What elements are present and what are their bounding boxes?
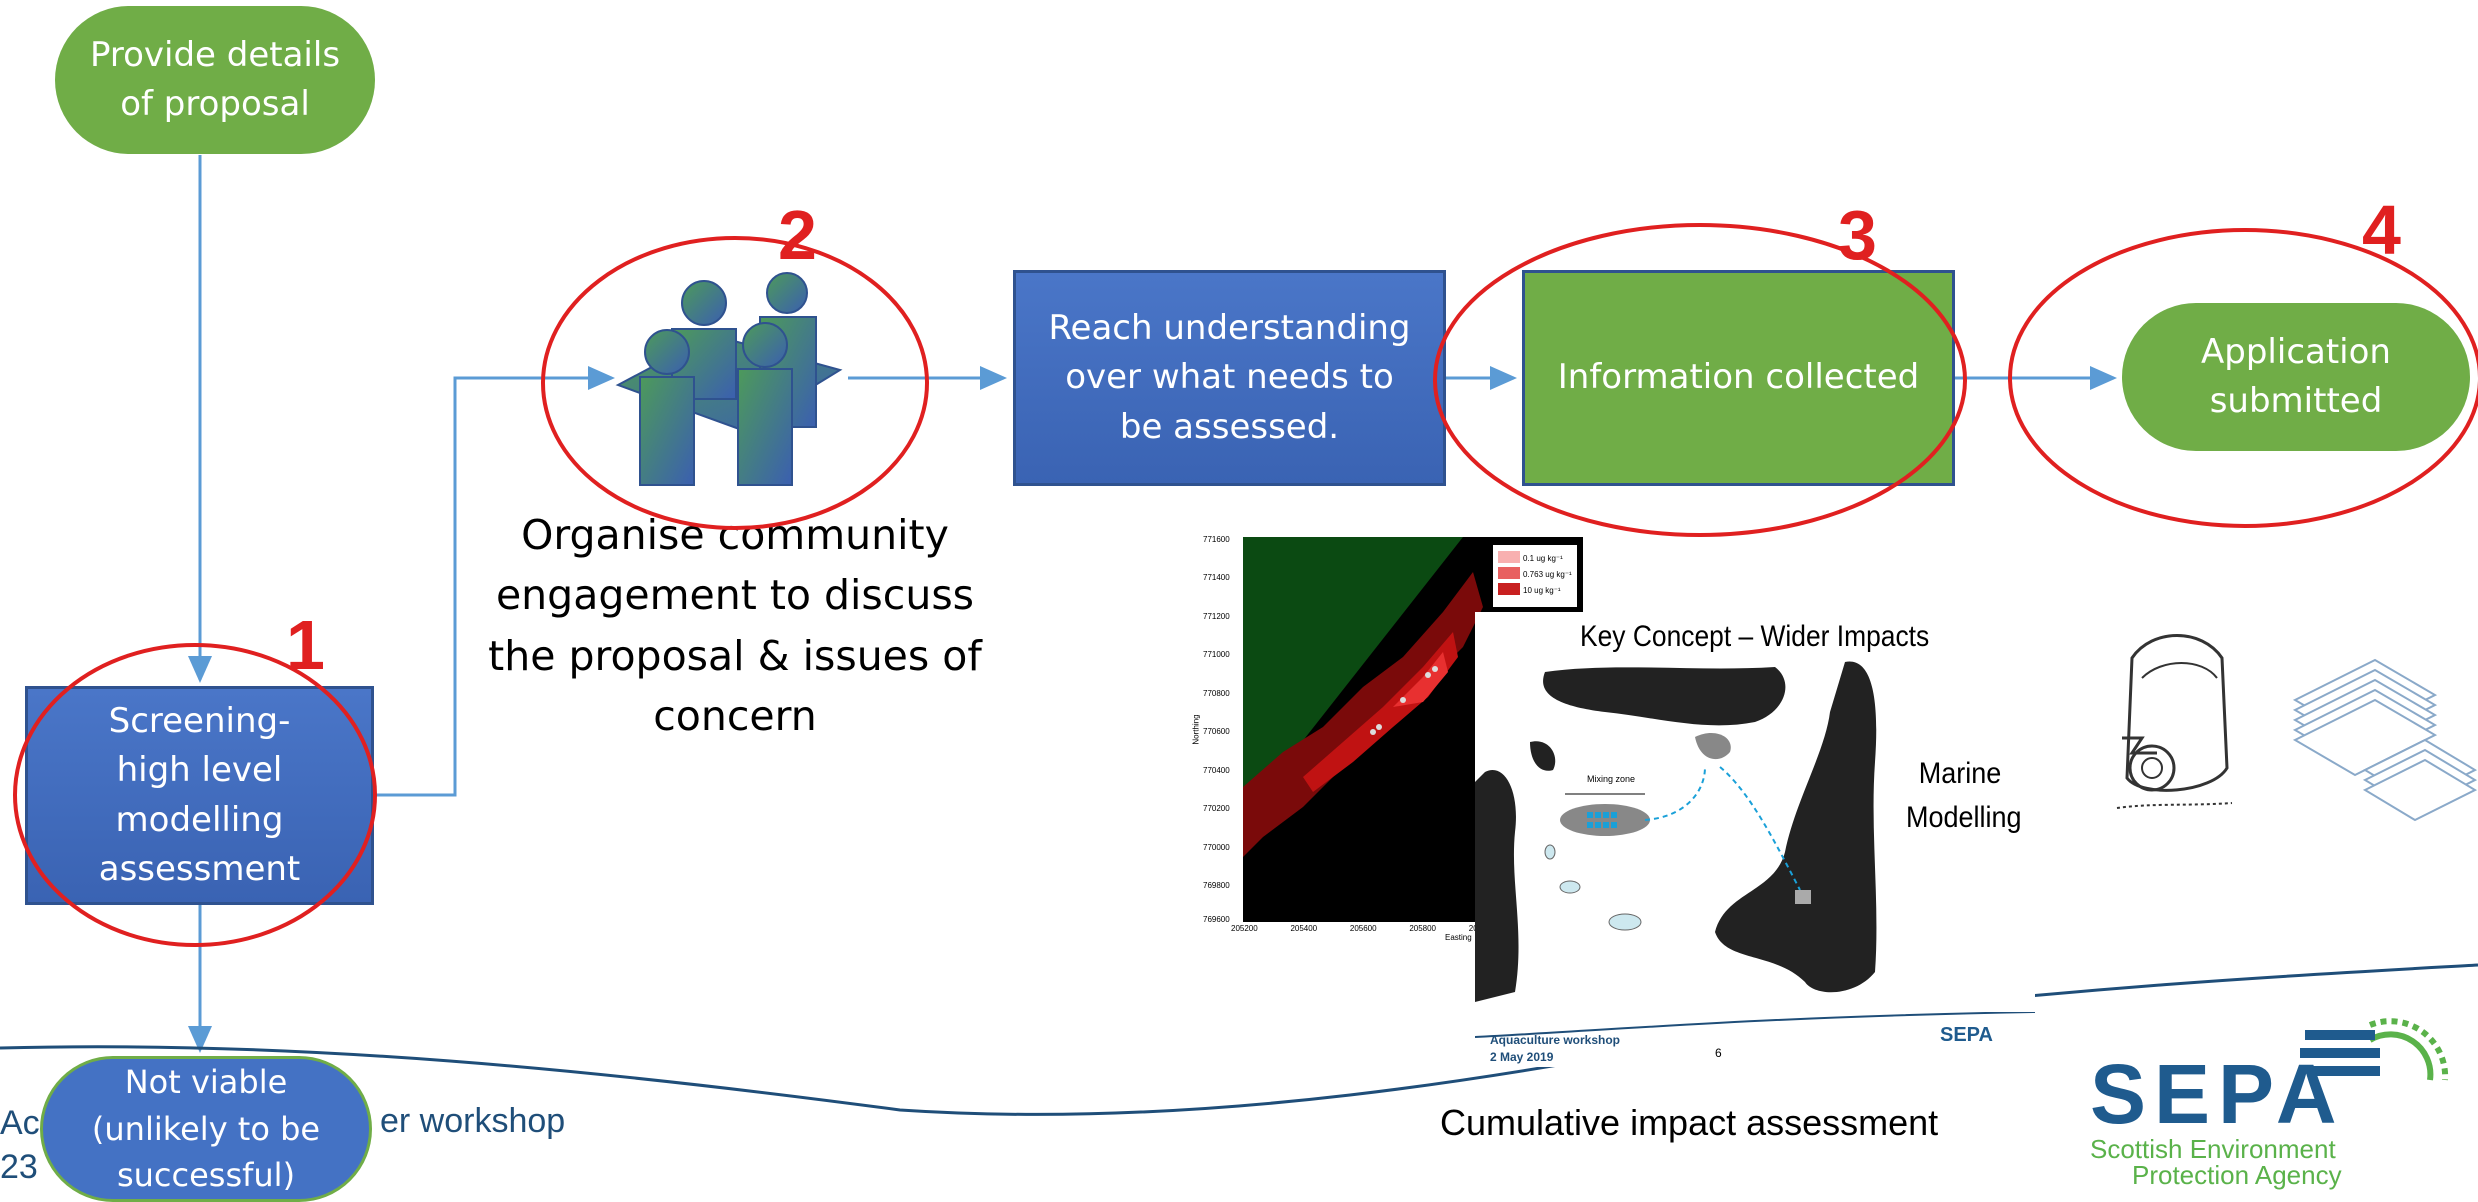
car-sketch-icon — [2114, 620, 2233, 812]
info-collected-label: Information collected — [1557, 357, 1920, 398]
step-number-2: 2 — [778, 196, 817, 274]
legend-entry: 0.763 ug kg⁻¹ — [1523, 570, 1572, 579]
y-tick: 769600 — [1203, 915, 1230, 924]
slide-footer-line1: Aquaculture workshop — [1490, 1033, 1621, 1047]
y-tick: 771600 — [1203, 535, 1230, 544]
step-number-3: 3 — [1838, 196, 1877, 274]
not-viable-node: Not viable (unlikely to be successful) — [40, 1056, 372, 1202]
marine-modelling-slide: Key Concept – Wider Impacts Mixing zone … — [1475, 612, 2035, 1067]
legend-entry: 10 ug kg⁻¹ — [1523, 586, 1561, 595]
y-tick: 771200 — [1203, 612, 1230, 621]
sepa-logo: SEPA Scottish Environment Protection Age… — [2090, 1010, 2460, 1190]
y-tick: 770400 — [1203, 766, 1230, 775]
loch-map: Mixing zone — [1475, 661, 1877, 1002]
slide-sepa-logo: SEPA — [1940, 1024, 1993, 1046]
y-tick: 769800 — [1203, 881, 1230, 890]
application-submitted-label: Application submitted — [2201, 331, 2391, 421]
marine-modelling-label: Marine Modelling — [1906, 757, 2022, 834]
info-collected-node: Information collected — [1522, 270, 1955, 486]
slide-page-number: 6 — [1715, 1046, 1722, 1060]
footer-workshop-fragment: er workshop — [380, 1102, 566, 1140]
organise-community-caption: Organise community engagement to discuss… — [488, 511, 982, 740]
provide-details-label: Provide details of proposal — [89, 34, 341, 124]
screening-node: Screening- high level modelling assessme… — [25, 686, 374, 905]
footer-left-fragment-top: Ac — [0, 1104, 40, 1142]
x-tick: 205600 — [1349, 924, 1377, 933]
annotation-ellipse-1 — [13, 643, 377, 947]
annotation-ellipse-4 — [2008, 228, 2478, 528]
slide-footer-line2: 2 May 2019 — [1490, 1049, 1554, 1064]
arrow-screening-to-community — [374, 366, 615, 797]
heatmap-figure: Northing 771600 771400 771200 771000 770… — [1192, 535, 1601, 942]
y-tick: 770800 — [1203, 689, 1230, 698]
x-tick: 205400 — [1290, 924, 1318, 933]
x-tick: 205200 — [1231, 924, 1258, 933]
annotation-ellipse-2 — [541, 236, 929, 530]
sepa-logo-text: SEPA — [2090, 1047, 2345, 1141]
documents-stack-icon — [2292, 658, 2478, 822]
step-number-4: 4 — [2362, 191, 2401, 269]
footer-wave — [0, 963, 2478, 1116]
y-tick: 770600 — [1203, 727, 1230, 736]
step-number-1: 1 — [286, 606, 325, 684]
y-tick: 771000 — [1203, 650, 1230, 659]
not-viable-label: Not viable (unlikely to be successful) — [91, 1063, 321, 1195]
slide-footer-left: Aquaculture workshop 2 May 2019 — [1490, 1032, 1620, 1066]
sepa-wave-icon — [2300, 1018, 2449, 1081]
cumulative-impact-caption: Cumulative impact assessment — [1440, 1102, 1939, 1143]
mixing-zone-label: Mixing zone — [1587, 774, 1635, 784]
heatmap-y-ticks: 771600 771400 771200 771000 770800 77060… — [1203, 535, 1241, 924]
legend-entry: 0.1 ug kg⁻¹ — [1523, 554, 1563, 563]
slide-title: Key Concept – Wider Impacts — [1580, 620, 1930, 653]
application-submitted-node: Application submitted — [2122, 303, 2470, 451]
y-tick: 770200 — [1203, 804, 1230, 813]
annotation-ellipse-3 — [1433, 223, 1967, 537]
reach-understanding-node: Reach understanding over what needs to b… — [1013, 270, 1446, 486]
reach-understanding-label: Reach understanding over what needs to b… — [1048, 308, 1411, 447]
footer-left-fragment-bottom: 23 — [0, 1148, 38, 1186]
y-tick: 770000 — [1203, 843, 1230, 852]
screening-label: Screening- high level modelling assessme… — [98, 700, 301, 889]
sepa-logo-line1: Scottish Environment — [2090, 1134, 2336, 1164]
heatmap-x-axis-label: Easting — [1445, 933, 1472, 942]
slide-footer-wave — [1475, 1012, 2035, 1038]
sepa-logo-line2: Protection Agency — [2132, 1160, 2342, 1190]
y-tick: 771400 — [1203, 573, 1230, 582]
people-group-icon — [615, 272, 843, 486]
provide-details-node: Provide details of proposal — [55, 6, 375, 154]
x-tick: 205800 — [1409, 924, 1437, 933]
